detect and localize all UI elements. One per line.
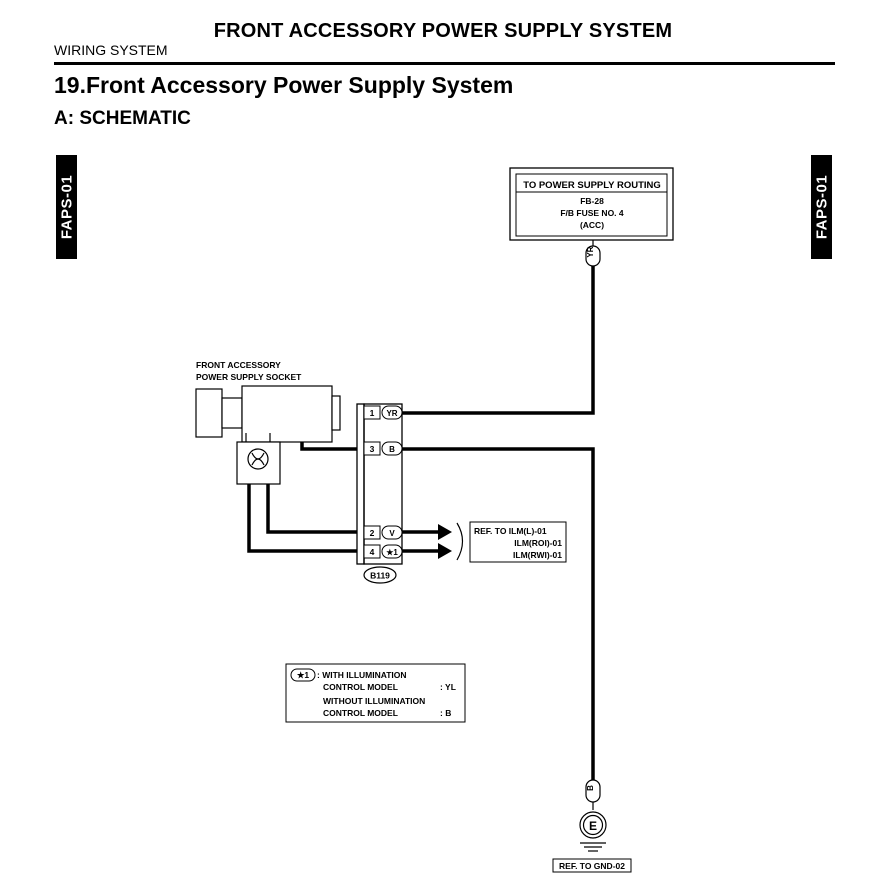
connector-id: B119	[370, 571, 390, 581]
wire-tag-b-ground-label: B	[586, 785, 595, 791]
section-label: WIRING SYSTEM	[54, 42, 168, 58]
wire-yr: YR	[402, 240, 601, 415]
socket-label-line1: FRONT ACCESSORY	[196, 360, 281, 370]
pin-2-color: V	[389, 529, 395, 538]
power-box-line3: (ACC)	[580, 220, 604, 230]
page-header-title: FRONT ACCESSORY POWER SUPPLY SYSTEM	[0, 20, 886, 43]
note-line4: CONTROL MODEL	[323, 708, 398, 718]
pin-3-color: B	[389, 445, 395, 454]
power-box-title: TO POWER SUPPLY ROUTING	[523, 180, 661, 191]
socket-body	[195, 385, 341, 485]
side-tab-left: FAPS-01	[56, 155, 77, 259]
socket-wires	[247, 442, 357, 553]
header-title-text: FRONT ACCESSORY POWER SUPPLY SYSTEM	[213, 20, 673, 42]
pin-4-num: 4	[370, 547, 375, 557]
note-val2: : B	[440, 708, 451, 718]
wire-b-ground: B E REF. TO GND-02	[402, 447, 632, 873]
ground-symbol-label: E	[589, 819, 597, 833]
power-supply-box: TO POWER SUPPLY ROUTING FB-28 F/B FUSE N…	[509, 167, 674, 241]
doc-subheading: A: SCHEMATIC	[54, 108, 191, 129]
ilm-ref-line3: ILM(RWI)-01	[513, 550, 562, 560]
wire-tag-yr-top-label: YR	[586, 246, 595, 257]
power-box-line1: FB-28	[580, 196, 604, 206]
ilm-ref-line2: ILM(ROI)-01	[514, 538, 562, 548]
ground-ref: REF. TO GND-02	[559, 861, 625, 871]
note-line1: : WITH ILLUMINATION	[317, 670, 407, 680]
connector-b119: 1 YR 3 B 2 V 4 ★1 B119	[356, 403, 403, 584]
pin-4-color: ★1	[386, 548, 398, 557]
pin-2-num: 2	[370, 528, 375, 538]
note-box: ★1 : WITH ILLUMINATION CONTROL MODEL : Y…	[285, 663, 466, 723]
note-mark: ★1	[297, 670, 310, 680]
note-val1: : YL	[440, 682, 456, 692]
socket-label-line2: POWER SUPPLY SOCKET	[196, 372, 302, 382]
header-rule	[54, 62, 835, 65]
ilm-ref-line1: REF. TO ILM(L)-01	[474, 526, 547, 536]
power-box-line2: F/B FUSE NO. 4	[560, 208, 624, 218]
ilm-arrows	[402, 522, 464, 561]
doc-heading: 19.Front Accessory Power Supply System	[54, 72, 514, 98]
pin-3-num: 3	[370, 444, 375, 454]
note-line3: WITHOUT ILLUMINATION	[323, 696, 425, 706]
ilm-ref-box: REF. TO ILM(L)-01 ILM(ROI)-01 ILM(RWI)-0…	[469, 521, 567, 563]
pin-1-color: YR	[386, 409, 397, 418]
note-line2: CONTROL MODEL	[323, 682, 398, 692]
pin-1-num: 1	[370, 408, 375, 418]
side-tab-right: FAPS-01	[811, 155, 832, 259]
